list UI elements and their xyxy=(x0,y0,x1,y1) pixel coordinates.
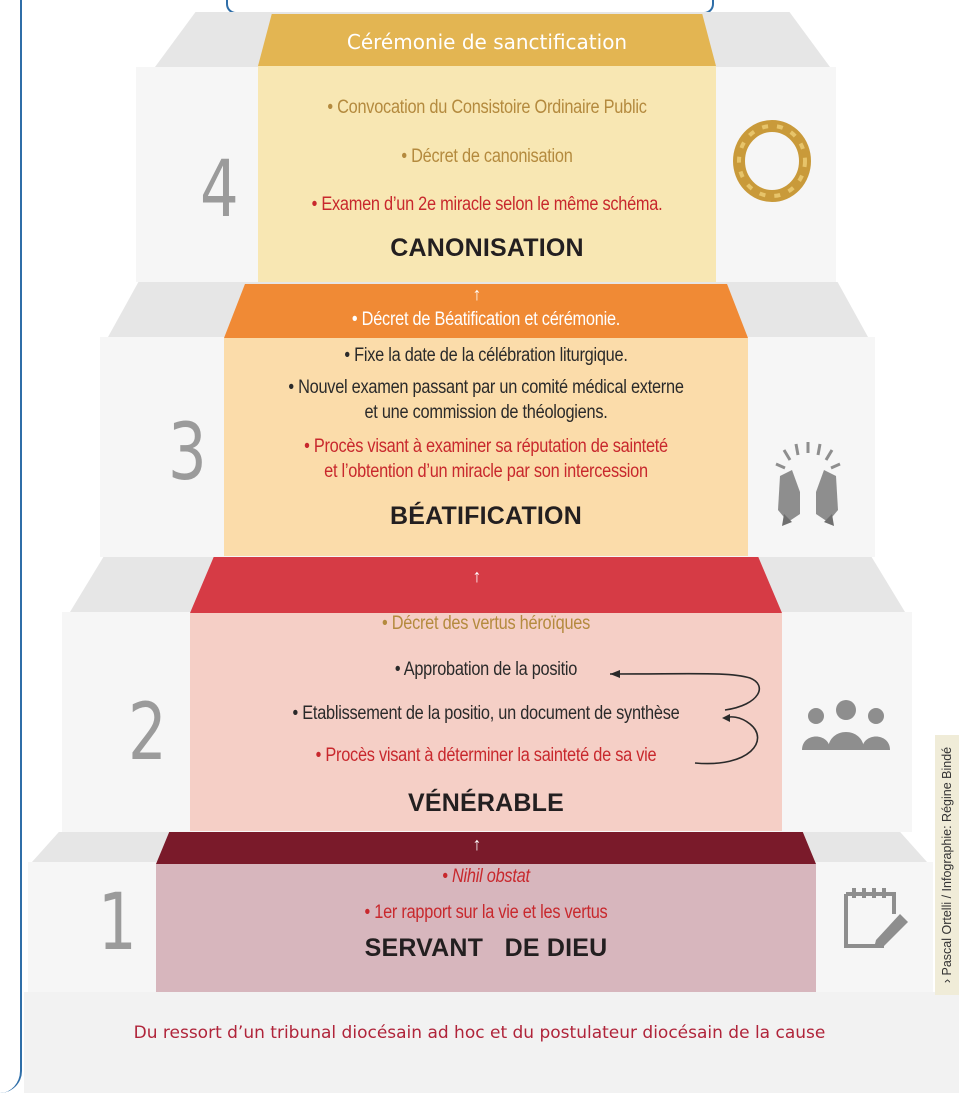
venerable-line-2: • Approbation de la positio xyxy=(394,659,578,680)
arrow-up-icon: ↑ xyxy=(472,284,482,304)
venerable-header xyxy=(190,557,782,613)
halo-icon xyxy=(733,120,811,202)
group-people-icon xyxy=(802,700,890,750)
venerable-panel xyxy=(190,613,782,831)
beatification-panel xyxy=(224,338,748,556)
venerable-line-1: • Décret des vertus héroïques xyxy=(381,613,591,634)
venerable-line-3: • Etablissement de la positio, un docume… xyxy=(292,703,680,724)
servant-header xyxy=(156,832,816,864)
arrow-up-icon: ↑ xyxy=(472,834,482,854)
beatification-text: • Décret de Béatification et cérémonie. … xyxy=(214,284,758,556)
step-number-3: 3 xyxy=(168,408,207,498)
servant-line-1: • Nihil obstat xyxy=(442,866,530,887)
venerable-line-4: • Procès visant à déterminer la sainteté… xyxy=(315,745,657,766)
frame-top-tab xyxy=(226,0,714,14)
servant-panel xyxy=(156,864,816,992)
servant-line-2: • 1er rapport sur la vie et les vertus xyxy=(364,902,608,923)
beatification-line-2: • Fixe la date de la célébration liturgi… xyxy=(344,345,628,366)
venerable-title: VÉNÉRABLE xyxy=(408,789,564,817)
venerable-text: • Décret des vertus héroïques • Approbat… xyxy=(190,613,782,831)
canonisation-line-1: • Convocation du Consistoire Ordinaire P… xyxy=(327,97,647,118)
beatification-line-5: • Procès visant à examiner sa réputation… xyxy=(304,436,668,457)
canonisation-panel xyxy=(258,66,716,282)
step-number-1: 1 xyxy=(98,878,137,968)
servant-text: • Nihil obstat • 1er rapport sur la vie … xyxy=(156,864,816,992)
arrow-up-icon: ↑ xyxy=(472,566,482,586)
stair-base xyxy=(24,992,959,1093)
frame-border xyxy=(0,0,22,1093)
footer-caption: Du ressort d’un tribunal diocésain ad ho… xyxy=(133,1023,826,1043)
notepad-pencil-icon xyxy=(844,888,908,948)
beatification-header xyxy=(224,284,748,338)
beatification-title: BÉATIFICATION xyxy=(390,502,582,530)
canonisation-title: CANONISATION xyxy=(390,234,584,262)
praying-hands-icon xyxy=(775,442,841,526)
canonisation-line-3: • Examen d’un 2e miracle selon le même s… xyxy=(311,194,663,215)
canonisation-line-2: • Décret de canonisation xyxy=(401,146,573,167)
servant-title: SERVANT DE DIEU xyxy=(364,934,608,962)
beatification-line-3: • Nouvel examen passant par un comité mé… xyxy=(288,377,684,398)
beatification-line-1: • Décret de Béatification et cérémonie. xyxy=(351,309,621,330)
canonisation-text: • Convocation du Consistoire Ordinaire P… xyxy=(258,66,716,282)
step-number-2: 2 xyxy=(128,688,167,778)
beatification-line-6: et l’obtention d’un miracle par son inte… xyxy=(324,461,648,482)
beatification-line-4: et une commission de théologiens. xyxy=(364,402,608,423)
image-credit: › Pascal Ortelli / Infographie: Régine B… xyxy=(935,735,959,995)
step-number-4: 4 xyxy=(200,145,239,235)
cycle-arrows-icon xyxy=(609,670,761,765)
ceremony-label: Cérémonie de sanctification xyxy=(346,30,628,54)
canonisation-header xyxy=(258,14,716,66)
